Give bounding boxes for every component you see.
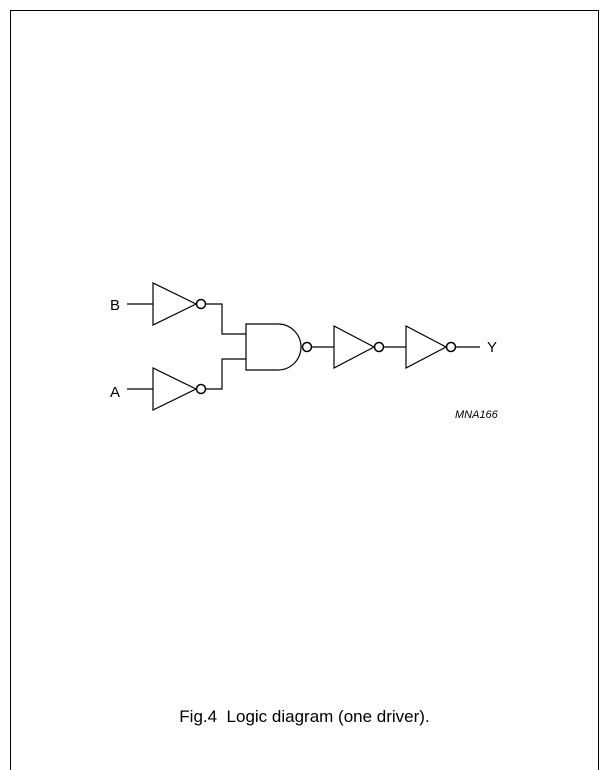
wire-a-to-nand [206,358,246,390]
inverter-2-triangle [405,325,448,369]
inverter-2 [405,325,480,369]
inverter-b [127,282,246,335]
bubble-nand [301,341,313,353]
input-label-a: A [110,384,120,401]
buffer-a-triangle [152,367,198,411]
inverter-1 [333,325,406,369]
inverter-a [127,358,246,411]
nand-body [245,323,302,371]
figure-caption: Fig.4 Logic diagram (one driver). [179,707,430,726]
bubble-b [195,298,207,310]
figure-frame [10,10,599,770]
nand-gate [245,323,334,371]
inverter-1-triangle [333,325,376,369]
output-label-y: Y [487,339,497,356]
bubble-inv2 [445,341,457,353]
wire-b-to-nand [206,303,246,335]
input-label-b: B [110,297,120,314]
buffer-b-triangle [152,282,198,326]
bubble-a [195,383,207,395]
bubble-inv1 [373,341,385,353]
diagram-code: MNA166 [455,409,499,421]
